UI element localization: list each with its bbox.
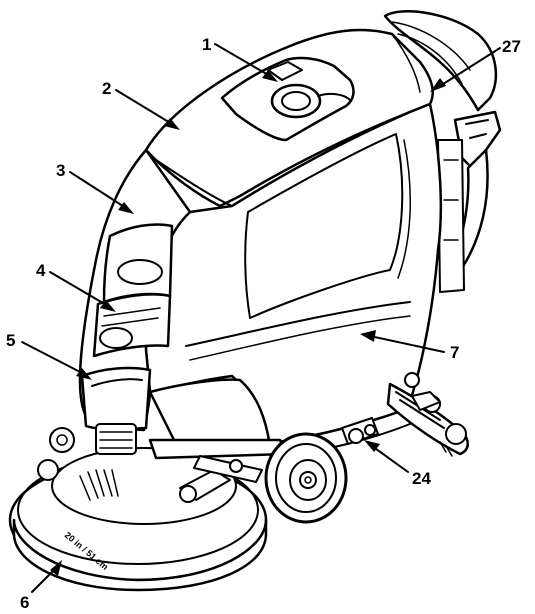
drive-wheel <box>264 432 348 524</box>
callout-label: 3 <box>56 161 65 180</box>
callout-label: 27 <box>502 37 521 56</box>
recovery-tank-lid <box>144 28 434 208</box>
callout-27: 27 <box>430 37 521 92</box>
callout-label: 24 <box>412 469 431 488</box>
callout-5: 5 <box>6 331 92 380</box>
callout-label: 2 <box>102 79 111 98</box>
callout-label: 7 <box>450 343 459 362</box>
callout-6: 6 <box>20 560 62 612</box>
callout-2: 2 <box>102 79 180 130</box>
callout-3: 3 <box>56 161 134 214</box>
callout-label: 4 <box>36 261 46 280</box>
callout-7: 7 <box>360 330 459 362</box>
squeegee-assembly <box>386 372 469 457</box>
callout-label: 1 <box>202 35 211 54</box>
scrub-deck: 20 in / 51 cm <box>8 423 268 592</box>
rear-handle-assembly <box>383 10 502 293</box>
callout-label: 6 <box>20 593 29 612</box>
callout-1: 1 <box>202 35 278 82</box>
callout-label: 5 <box>6 331 15 350</box>
callout-4: 4 <box>36 261 116 312</box>
drain-fitting <box>341 417 379 445</box>
front-nose <box>78 148 192 432</box>
callout-24: 24 <box>364 440 431 488</box>
